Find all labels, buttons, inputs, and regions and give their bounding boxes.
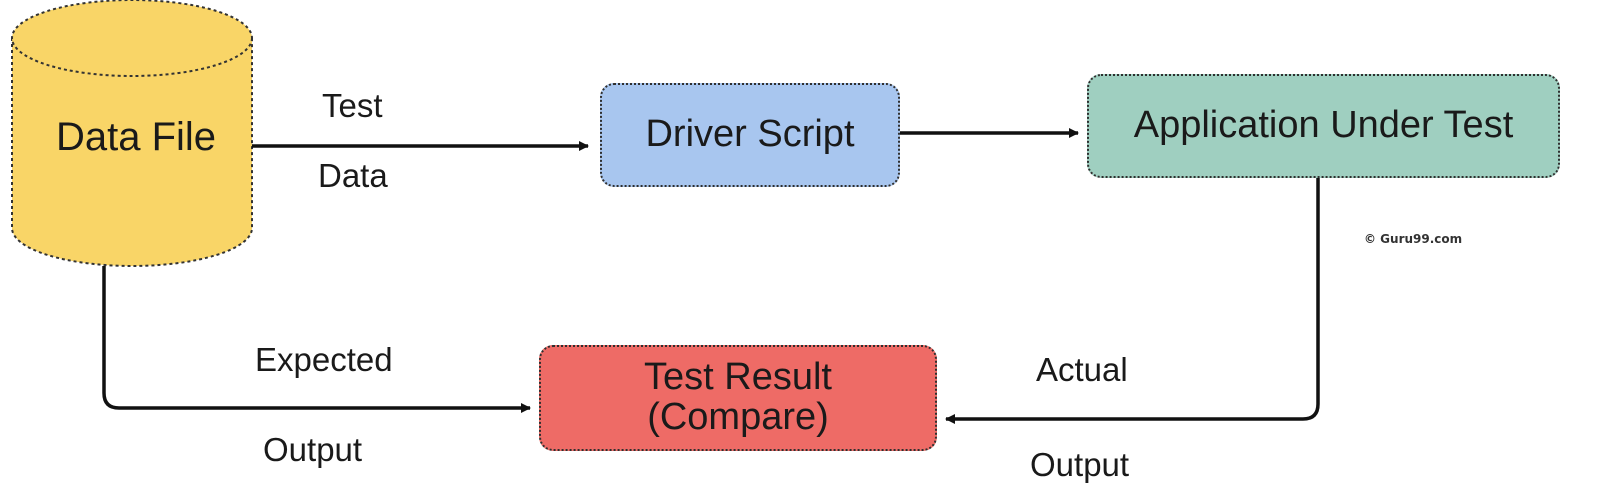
edge-label-expected-output: Output bbox=[263, 431, 363, 468]
test-result-label-line2: (Compare) bbox=[647, 396, 829, 438]
edge-label-data: Data bbox=[318, 157, 388, 194]
test-result-label-line1: Test Result bbox=[644, 356, 832, 399]
data-file-label: Data File bbox=[55, 115, 217, 159]
arrow-aut-to-result bbox=[945, 178, 1320, 424]
edge-label-actual-output: Output bbox=[1030, 446, 1130, 483]
edge-label-expected: Expected bbox=[255, 341, 393, 378]
driver-script-box: Driver Script bbox=[600, 83, 900, 187]
data-file-cylinder bbox=[11, 0, 253, 267]
edge-label-actual: Actual bbox=[1036, 351, 1128, 388]
edge-label-test: Test bbox=[322, 87, 383, 124]
application-under-test-box: Application Under Test bbox=[1087, 74, 1560, 178]
application-under-test-label: Application Under Test bbox=[1133, 104, 1514, 147]
driver-script-label: Driver Script bbox=[645, 113, 855, 156]
watermark-text: © Guru99.com bbox=[1364, 232, 1463, 246]
arrow-datafile-to-result bbox=[102, 266, 531, 413]
test-result-box: Test Result (Compare) bbox=[539, 345, 937, 451]
